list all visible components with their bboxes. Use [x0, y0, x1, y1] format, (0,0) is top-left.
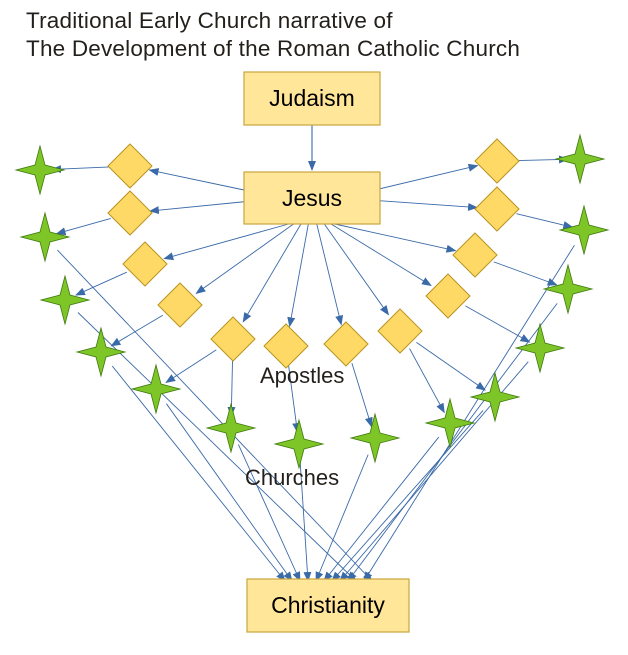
connector-layer — [50, 125, 575, 582]
apostles-group — [107, 138, 520, 369]
apostle-diamond — [474, 186, 520, 232]
connector-arrow — [75, 271, 127, 296]
church-star — [424, 397, 476, 449]
jesus-box — [243, 171, 381, 225]
connector-arrow — [316, 223, 344, 326]
churches-label: Churches — [245, 465, 339, 490]
apostle-diamond — [425, 273, 471, 319]
connector-arrow — [148, 168, 245, 191]
connector-arrow — [287, 223, 309, 328]
church-star — [349, 412, 401, 464]
apostle-diamond — [452, 232, 498, 278]
connector-arrow — [323, 223, 390, 316]
connector-arrow — [351, 362, 373, 428]
connector-arrow — [288, 365, 301, 434]
connector-arrow — [166, 403, 293, 582]
christianity-box — [246, 578, 410, 633]
connector-arrow — [242, 223, 302, 323]
connector-arrow — [55, 218, 111, 236]
church-star — [273, 418, 325, 470]
connector-arrow — [148, 201, 245, 215]
church-star — [469, 371, 521, 423]
jesus-label: Jesus — [282, 185, 342, 211]
diagram-title: Traditional Early Church narrative of Th… — [26, 7, 520, 63]
connector-arrow — [111, 365, 286, 582]
connector-arrow — [323, 436, 440, 582]
apostle-diamond — [210, 316, 256, 362]
connector-arrow — [163, 223, 289, 261]
apostle-diamond — [122, 241, 168, 287]
title-line-1: Traditional Early Church narrative of — [26, 8, 393, 33]
connector-arrow — [409, 348, 445, 414]
connector-arrow — [379, 163, 479, 190]
connector-arrow — [465, 305, 531, 343]
judaism-label: Judaism — [269, 85, 355, 111]
church-star — [19, 211, 71, 263]
christianity-node: Christianity — [246, 578, 410, 633]
connector-arrow — [334, 223, 457, 253]
apostle-diamond — [107, 143, 153, 189]
apostle-diamond — [263, 323, 309, 369]
judaism-node: Judaism — [243, 71, 381, 126]
connector-arrow — [237, 444, 301, 582]
connector-arrow — [165, 349, 217, 384]
judaism-box — [243, 71, 381, 126]
christianity-label: Christianity — [271, 592, 385, 618]
connector-arrow — [331, 410, 484, 582]
connector-arrow — [379, 200, 479, 211]
connector-arrow — [110, 314, 164, 347]
apostle-diamond — [323, 321, 369, 367]
church-star — [554, 133, 606, 185]
church-star — [205, 402, 257, 454]
apostle-diamond — [157, 282, 203, 328]
churches-group — [14, 133, 610, 470]
connector-arrow — [416, 342, 486, 391]
church-star — [39, 274, 91, 326]
church-star — [14, 144, 66, 196]
jesus-node: Jesus — [243, 171, 381, 225]
connector-arrow — [57, 249, 373, 582]
apostle-diamond — [377, 308, 423, 354]
church-star — [130, 363, 182, 415]
connector-arrow — [493, 261, 558, 286]
church-star — [75, 326, 127, 378]
connector-arrow — [195, 223, 294, 294]
apostles-label: Apostles — [260, 363, 344, 388]
church-star — [542, 263, 594, 315]
connector-arrow — [330, 223, 432, 287]
apostle-diamond — [474, 138, 520, 184]
church-star — [514, 322, 566, 374]
connector-arrow — [516, 213, 574, 229]
connector-arrow — [77, 312, 357, 582]
title-line-2: The Development of the Roman Catholic Ch… — [26, 36, 521, 61]
connector-arrow — [315, 454, 369, 582]
apostle-diamond — [107, 190, 153, 236]
connector-arrow — [363, 245, 575, 582]
church-star — [558, 204, 610, 256]
connector-arrow — [299, 461, 312, 582]
